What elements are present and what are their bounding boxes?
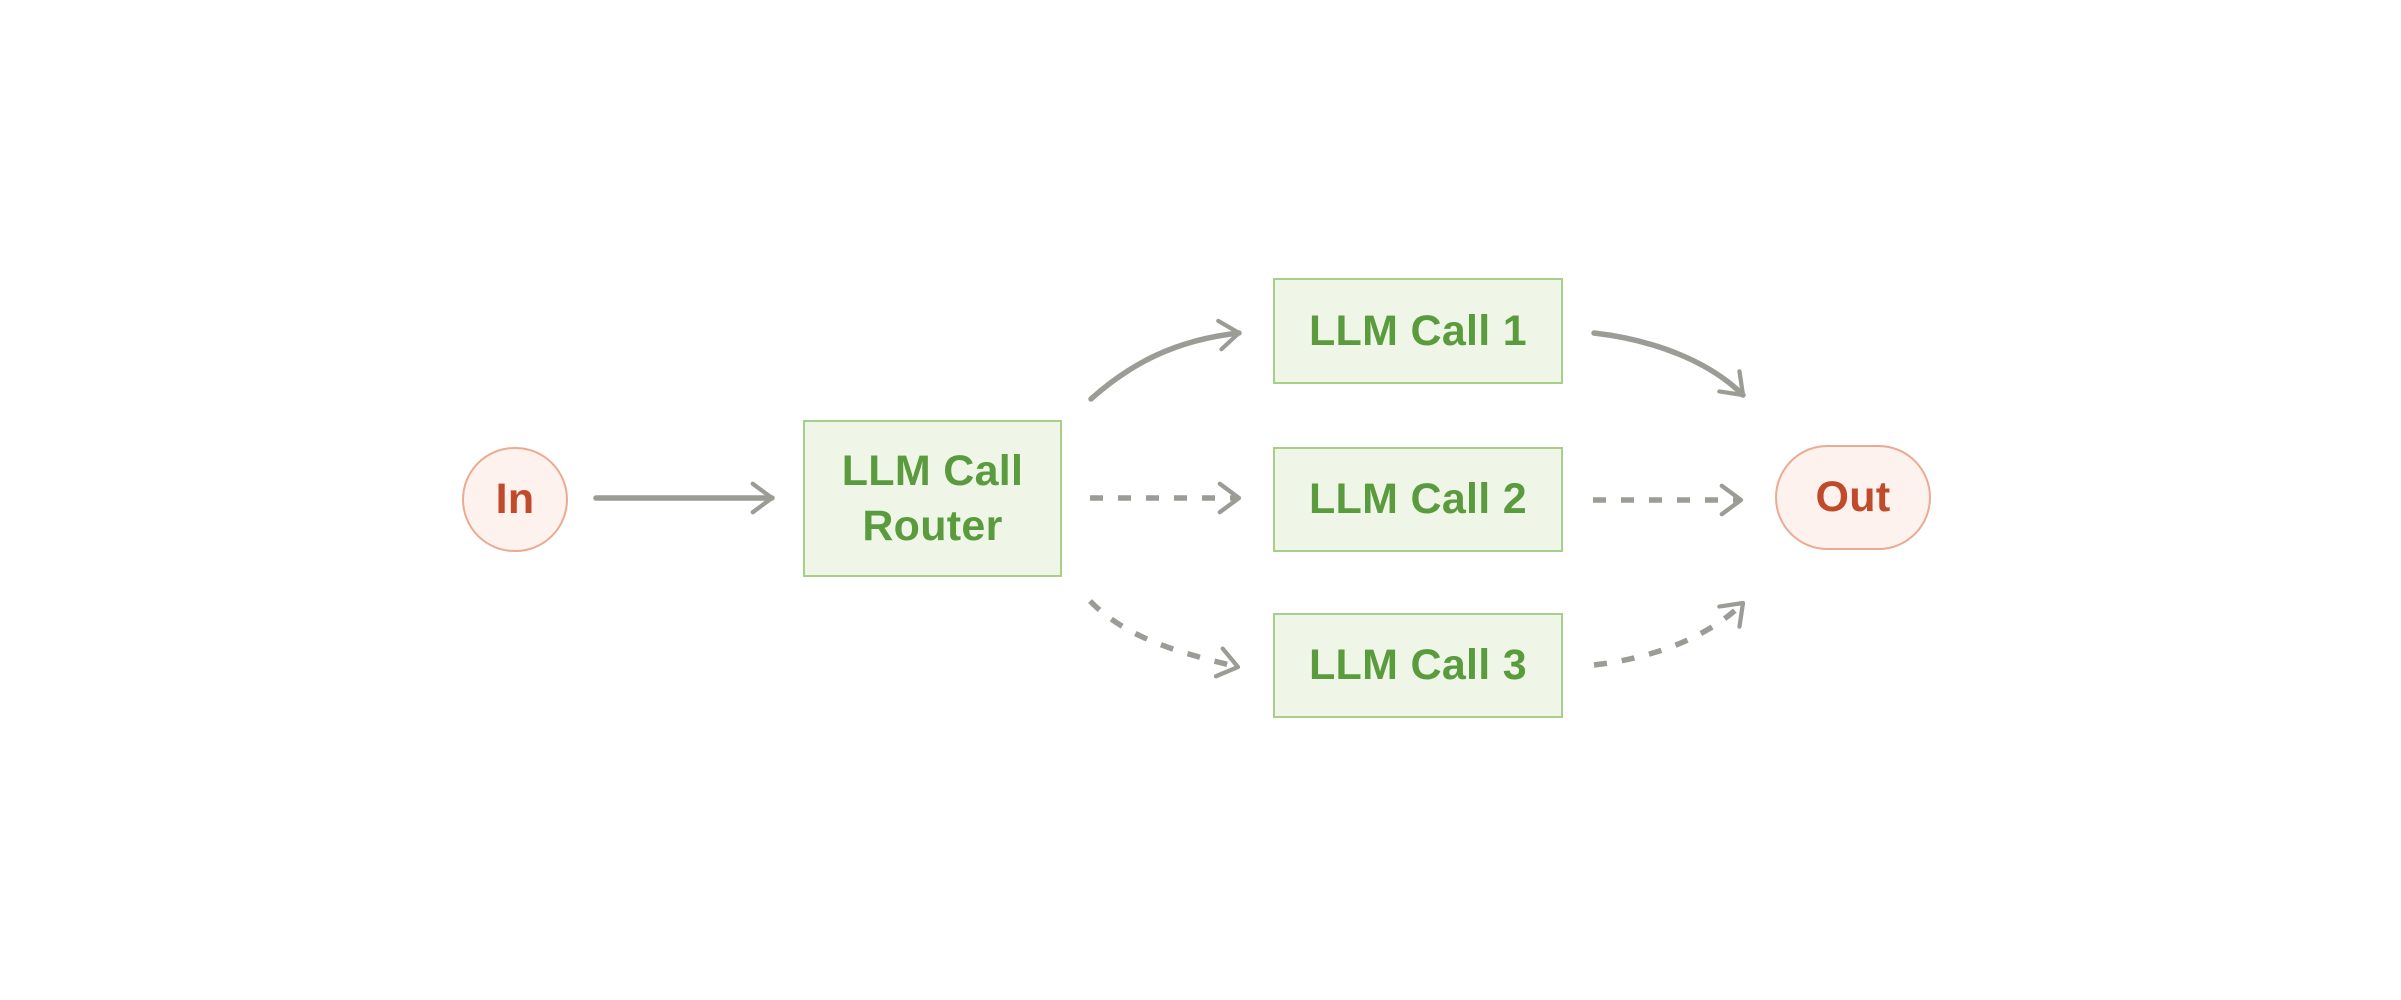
node-out-label: Out (1816, 470, 1891, 524)
node-llm-call-1: LLM Call 1 (1273, 278, 1563, 384)
node-router-label: LLM Call Router (833, 444, 1032, 552)
node-llm-call-2: LLM Call 2 (1273, 447, 1563, 552)
edge-router-call1 (1091, 333, 1239, 399)
node-in-label: In (496, 472, 535, 526)
edge-call3-out (1594, 603, 1743, 665)
node-llm-call-router: LLM Call Router (803, 420, 1062, 577)
edge-call1-out (1594, 333, 1743, 395)
node-call3-label: LLM Call 3 (1309, 638, 1527, 692)
node-in: In (462, 447, 568, 552)
edge-router-call3 (1090, 601, 1238, 667)
node-call2-label: LLM Call 2 (1309, 472, 1527, 526)
node-call1-label: LLM Call 1 (1309, 304, 1527, 358)
node-out: Out (1775, 445, 1931, 550)
node-llm-call-3: LLM Call 3 (1273, 613, 1563, 718)
